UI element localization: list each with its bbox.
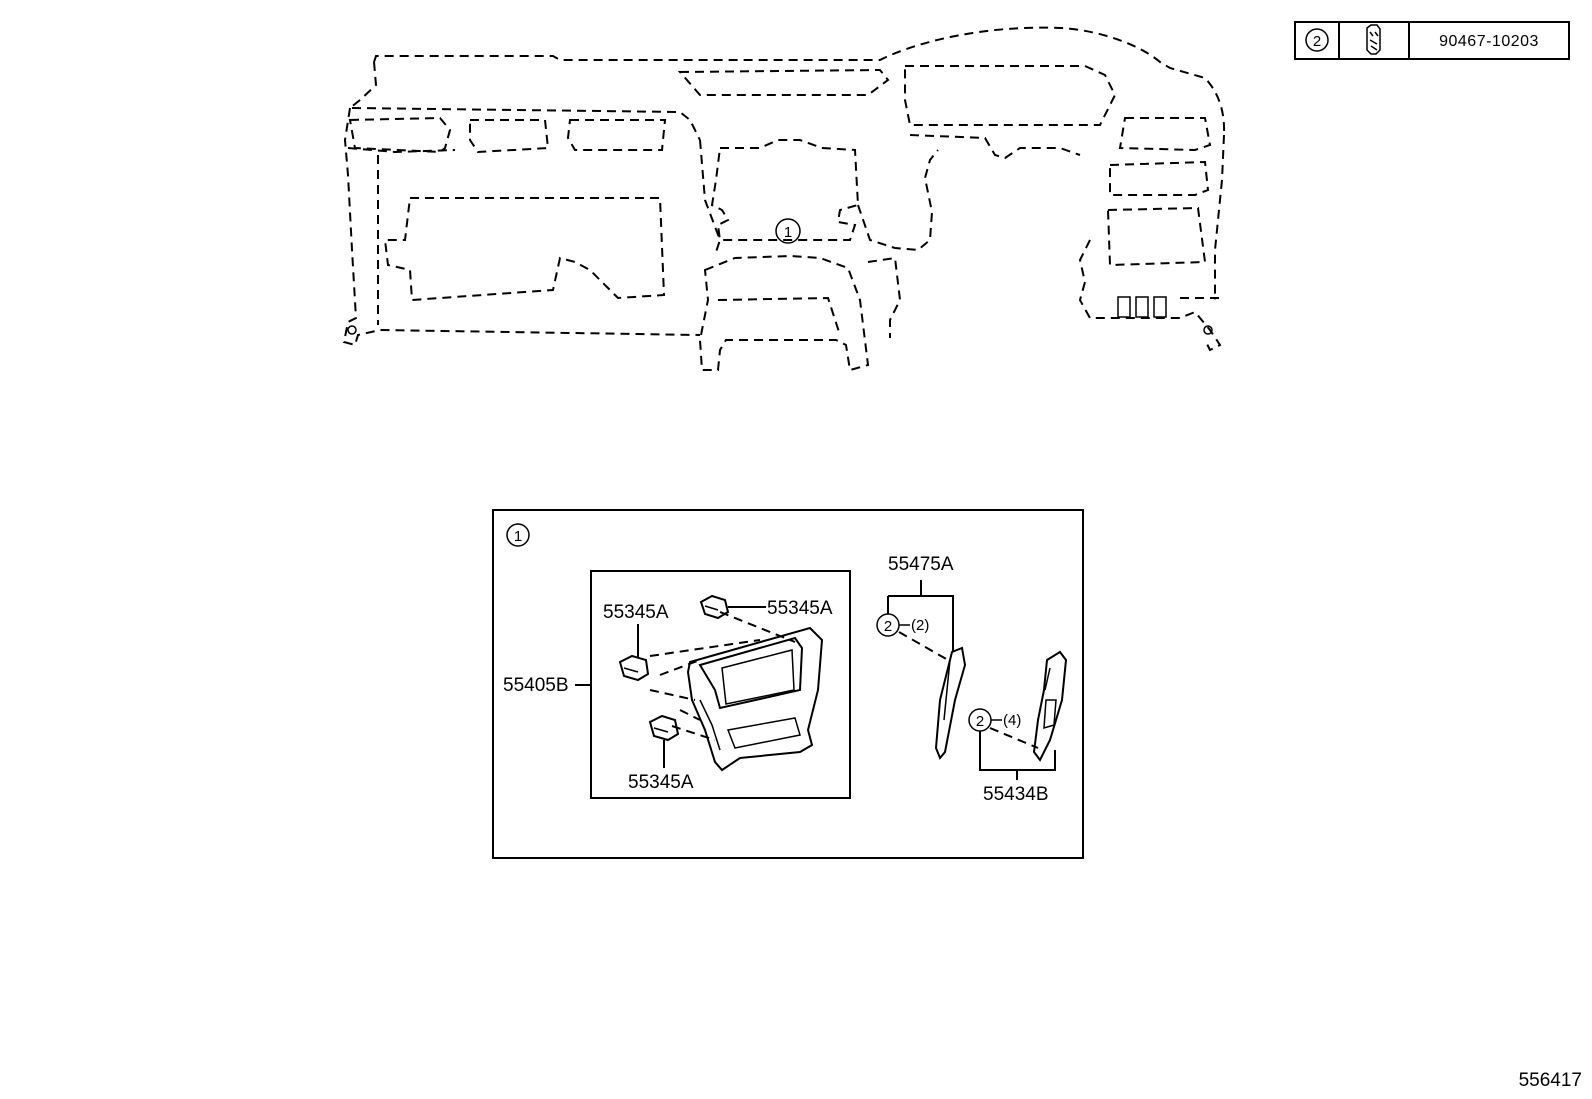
lower-panel-callout-number: 2 [976,713,984,730]
switch-3 [1153,296,1167,318]
label-55345A-bottom: 55345A [628,772,694,793]
detail-callout-circle [506,523,530,547]
label-55405B: 55405B [503,675,569,696]
detail-callout-number: 1 [514,528,522,545]
label-55434B: 55434B [983,784,1049,805]
legend-callout-circle [1305,28,1329,52]
legend-callout-number: 2 [1313,33,1321,50]
dashboard-outline: 1 [342,26,1226,372]
label-55345A-top-left: 55345A [603,602,669,623]
clip-icon [1366,24,1381,55]
diagram-id: 556417 [1519,1070,1582,1091]
center-bezel [686,626,824,772]
side-panel-callout-number: 2 [884,618,892,635]
lower-panel-qty: (4) [1003,712,1021,729]
side-panel [934,646,967,760]
clip-top-right [699,594,730,620]
switch-2 [1135,296,1149,318]
clip-left [618,654,650,682]
switch-1 [1117,296,1131,318]
overview-callout-number: 1 [784,224,792,241]
overview-callout-circle [775,218,801,244]
legend-table: 2 90467-10203 [1294,21,1570,60]
clip-bottom [648,714,680,742]
label-55345A-top-right: 55345A [767,598,833,619]
label-55475A: 55475A [888,554,954,575]
side-panel-qty: (2) [911,617,929,634]
detail-box: 1 55405B 55345A 55345A [492,509,1084,859]
legend-part-number: 90467-10203 [1439,33,1539,50]
lower-panel [1032,650,1068,762]
